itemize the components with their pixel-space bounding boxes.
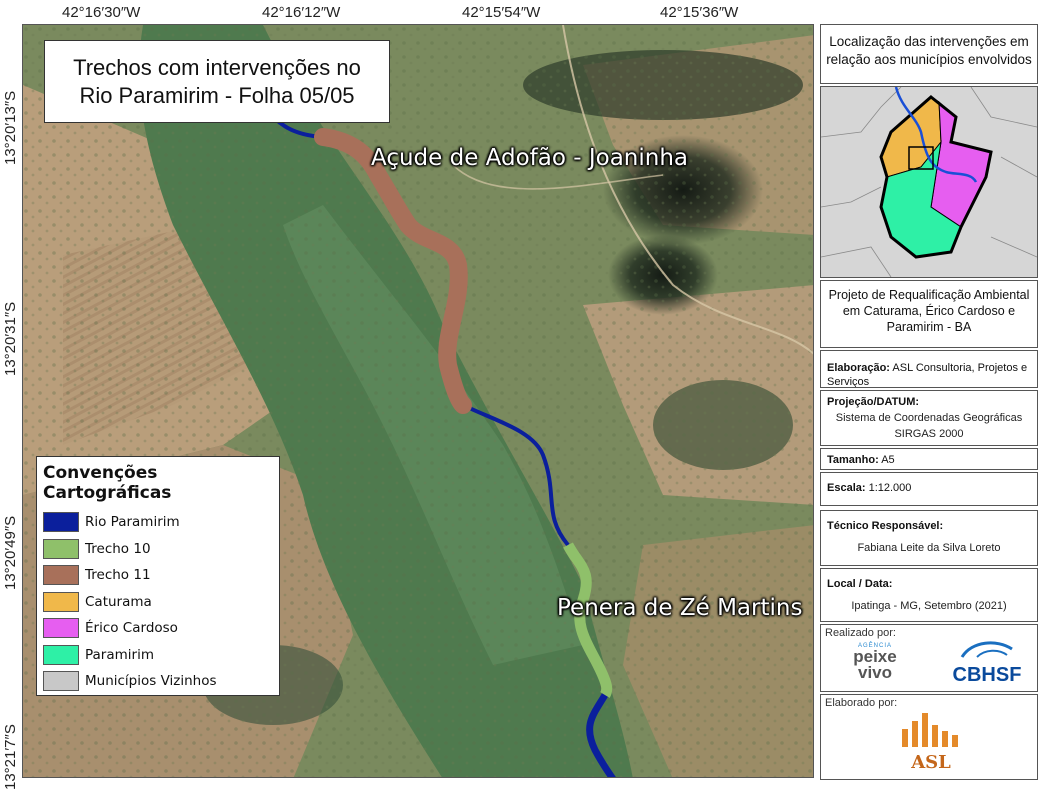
longitude-label: 42°15′36″W: [660, 4, 739, 21]
legend-item-trecho-11: Trecho 11: [43, 562, 273, 589]
label-acude-adofao: Açude de Adofão - Joaninha: [371, 145, 689, 171]
legend-swatch: [43, 671, 79, 692]
project-title: Projeto de Requalificação Ambiental em C…: [828, 288, 1030, 334]
escala-label: Escala:: [827, 482, 866, 494]
latitude-label: 13°20′49″S: [2, 515, 19, 590]
escala-box: Escala: 1:12.000: [820, 472, 1038, 506]
realizado-box: Realizado por: AGÊNCIA peixe vivo CBHSF: [820, 624, 1038, 692]
rio-paramirim-line: [586, 693, 616, 777]
local-box: Local / Data: Ipatinga - MG, Setembro (2…: [820, 568, 1038, 622]
location-title-box: Localização das intervenções em relação …: [820, 24, 1038, 84]
cbhsf-fish-icon: [960, 641, 1013, 658]
legend-label: Érico Cardoso: [85, 620, 178, 637]
legend-swatch: [43, 512, 79, 533]
logo-asl-text: ASL: [911, 752, 951, 773]
legend-title: Convenções Cartográficas: [43, 463, 172, 503]
legend-swatch: [43, 591, 79, 612]
projecao-label: Projeção/DATUM:: [827, 396, 920, 408]
latitude-label: 13°20′13″S: [2, 90, 19, 165]
locator-map[interactable]: [820, 86, 1038, 278]
tecnico-label: Técnico Responsável:: [827, 520, 944, 532]
locator-map-canvas: [821, 87, 1037, 277]
location-title: Localização das intervenções em relação …: [826, 34, 1032, 67]
asl-buildings-icon: [902, 713, 958, 747]
latitude-label: 13°20′31″S: [2, 301, 19, 376]
info-panel: Localização das intervenções em relação …: [820, 24, 1038, 780]
tamanho-value: A5: [881, 454, 895, 466]
legend-swatch: [43, 538, 79, 559]
escala-value: 1:12.000: [868, 482, 912, 494]
asl-logo: ASL: [891, 711, 971, 775]
legend: Convenções Cartográficas Rio Paramirim T…: [36, 456, 280, 696]
legend-label: Trecho 10: [85, 540, 151, 557]
longitude-label: 42°16′30″W: [62, 4, 141, 21]
tamanho-box: Tamanho: A5: [820, 448, 1038, 470]
legend-item-erico-cardoso: Érico Cardoso: [43, 615, 273, 642]
tecnico-box: Técnico Responsável: Fabiana Leite da Si…: [820, 510, 1038, 566]
peixe-vivo-logo: AGÊNCIA peixe vivo: [835, 643, 915, 691]
logo-agencia-text: AGÊNCIA: [857, 643, 892, 649]
logo-cbhsf-text: CBHSF: [952, 664, 1022, 686]
project-box: Projeto de Requalificação Ambiental em C…: [820, 280, 1038, 348]
label-penera-ze-martins: Penera de Zé Martins: [557, 595, 803, 621]
trecho-10-line: [563, 542, 613, 698]
elaboracao-value: ASL Consultoria, Projetos e Serviços: [827, 362, 1028, 388]
legend-swatch: [43, 618, 79, 639]
projecao-box: Projeção/DATUM: Sistema de Coordenadas G…: [820, 390, 1038, 446]
map-title: Trechos com intervenções no Rio Paramiri…: [44, 40, 390, 123]
legend-label: Paramirim: [85, 646, 154, 663]
legend-item-caturama: Caturama: [43, 589, 273, 616]
projecao-value-1: Sistema de Coordenadas Geográficas: [835, 412, 1023, 424]
legend-label: Municípios Vizinhos: [85, 673, 217, 690]
local-label: Local / Data:: [827, 578, 893, 590]
latitude-label: 13°21′7″S: [2, 724, 19, 790]
longitude-label: 42°16′12″W: [262, 4, 341, 21]
legend-item-municipios-vizinhos: Municípios Vizinhos: [43, 668, 273, 695]
legend-swatch: [43, 565, 79, 586]
tamanho-label: Tamanho:: [827, 454, 879, 466]
elaboracao-box: Elaboração: ASL Consultoria, Projetos e …: [820, 350, 1038, 388]
legend-label: Trecho 11: [85, 567, 151, 584]
projecao-value-2: SIRGAS 2000: [894, 428, 964, 440]
legend-item-paramirim: Paramirim: [43, 642, 273, 669]
longitude-label: 42°15′54″W: [462, 4, 541, 21]
realizado-label: Realizado por:: [825, 627, 896, 639]
legend-label: Rio Paramirim: [85, 514, 180, 531]
legend-label: Caturama: [85, 593, 152, 610]
local-value: Ipatinga - MG, Setembro (2021): [851, 600, 1007, 612]
legend-item-rio-paramirim: Rio Paramirim: [43, 509, 273, 536]
trecho-11-line: [314, 128, 472, 414]
legend-item-trecho-10: Trecho 10: [43, 536, 273, 563]
elaborado-label: Elaborado por:: [825, 697, 898, 709]
legend-swatch: [43, 644, 79, 665]
elaborado-box: Elaborado por: ASL: [820, 694, 1038, 780]
elaboracao-label: Elaboração:: [827, 362, 890, 374]
rio-paramirim-line: [462, 403, 570, 547]
tecnico-value: Fabiana Leite da Silva Loreto: [857, 542, 1001, 554]
cbhsf-logo: CBHSF: [939, 639, 1035, 689]
logo-peixe-text: peixe vivo: [853, 647, 897, 682]
